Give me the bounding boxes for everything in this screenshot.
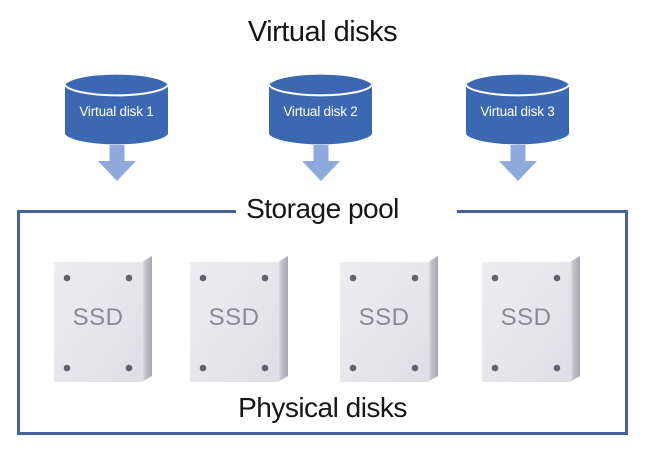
arrow-down-icon xyxy=(98,145,136,181)
database-cylinder-icon xyxy=(465,74,570,145)
ssd-icon xyxy=(482,256,580,382)
ssd-label: SSD xyxy=(208,304,260,331)
ssd-disk-4: SSD xyxy=(482,256,580,382)
ssd-label: SSD xyxy=(72,304,124,331)
pool-border-top-right-segment xyxy=(457,210,628,213)
ssd-disk-3: SSD xyxy=(340,256,438,382)
virtual-disk-group-1: Virtual disk 1 xyxy=(64,72,169,147)
storage-pool-label: Storage pool xyxy=(246,193,399,224)
virtual-disk-group-2: Virtual disk 2 xyxy=(268,72,373,147)
database-cylinder-icon xyxy=(268,74,373,145)
ssd-label: SSD xyxy=(358,304,410,331)
pool-border-top-left-segment xyxy=(17,210,236,213)
virtual-disk-label: Virtual disk 1 xyxy=(79,104,154,119)
virtual-disk-label: Virtual disk 3 xyxy=(480,104,555,119)
ssd-disk-1: SSD xyxy=(54,256,152,382)
ssd-icon xyxy=(54,256,152,382)
ssd-icon xyxy=(190,256,288,382)
ssd-disk-2: SSD xyxy=(190,256,288,382)
database-cylinder-icon xyxy=(64,74,169,145)
ssd-label: SSD xyxy=(500,304,552,331)
diagram-title: Virtual disks xyxy=(247,16,398,48)
virtual-disk-group-3: Virtual disk 3 xyxy=(465,72,570,147)
arrow-down-icon xyxy=(499,145,537,181)
physical-disks-label: Physical disks xyxy=(238,392,407,423)
arrow-down-icon xyxy=(302,145,340,181)
virtual-disk-label: Virtual disk 2 xyxy=(283,104,358,119)
storage-pool-box: Storage pool SSD SSD xyxy=(17,193,628,435)
ssd-icon xyxy=(340,256,438,382)
